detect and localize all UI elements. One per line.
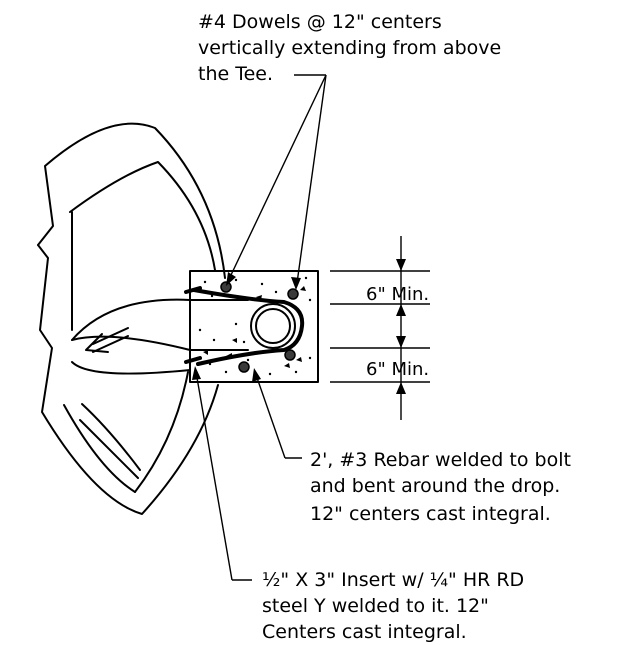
dowel-dots: [220, 281, 299, 373]
rebar-note-line-2: and bent around the drop.: [310, 475, 560, 497]
rebar-note: 2', #3 Rebar welded to bolt and bent aro…: [310, 449, 571, 525]
flow-arrow-icon: [85, 327, 129, 353]
bent-rebar: [184, 286, 305, 366]
dowel-note-line-2: vertically extending from above: [198, 37, 501, 59]
dimension-lines: [330, 236, 430, 420]
bolt-icon: [250, 303, 296, 349]
dowel-note: #4 Dowels @ 12" centers vertically exten…: [198, 11, 501, 85]
insert-note-line-1: ½" X 3" Insert w/ ¼" HR RD: [262, 569, 524, 591]
rebar-leader: [252, 368, 302, 459]
rebar-note-line-3: 12" centers cast integral.: [310, 503, 551, 525]
dimension-bottom-label: 6" Min.: [366, 359, 429, 380]
concrete-block: [189, 270, 319, 383]
dowel-note-line-3: the Tee.: [198, 63, 273, 85]
pipe-tee: [37, 122, 226, 515]
dimension-top-label: 6" Min.: [366, 284, 429, 305]
insert-note-line-3: Centers cast integral.: [262, 621, 467, 643]
dowel-note-line-1: #4 Dowels @ 12" centers: [198, 11, 442, 33]
tee-branch: [189, 299, 249, 351]
dowel-leaders: [226, 74, 327, 290]
rebar-note-line-1: 2', #3 Rebar welded to bolt: [310, 449, 571, 471]
insert-note-line-2: steel Y welded to it. 12": [262, 595, 489, 617]
insert-note: ½" X 3" Insert w/ ¼" HR RD steel Y welde…: [262, 569, 524, 643]
insert-leader: [192, 366, 252, 581]
